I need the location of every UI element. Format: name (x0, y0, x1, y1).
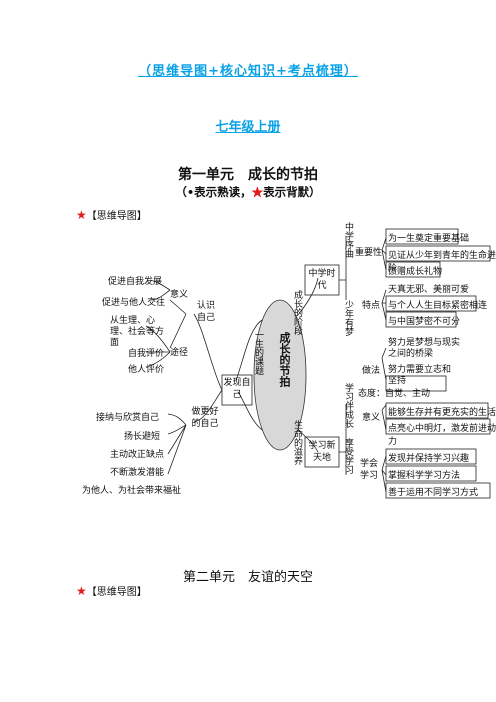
importance-label: 重要性 (355, 248, 383, 258)
learn-to-learn-label: 学会学习 (360, 459, 379, 481)
center-oval (253, 299, 307, 451)
legend-prefix: （ (175, 185, 187, 199)
better-item-4: 不断激发潜能 (110, 468, 165, 478)
importance-item-3: 馈赠成长礼物 (388, 267, 443, 277)
legend-dot: •表示熟读， (186, 185, 252, 199)
better-item-2: 扬长避短 (124, 432, 161, 442)
practice-item-1: 努力是梦想与现实之间的桥梁 (388, 338, 461, 359)
middle-school-label: 中学时代 (308, 269, 336, 291)
importance-item-2: 见证从少年到青年的生命进阶 (388, 251, 496, 274)
features-label: 特点 (362, 301, 381, 311)
approach-item-1: 从生理、心理、社会等方面 (110, 316, 165, 348)
grade-title: 七年级上册 (215, 120, 281, 135)
learn-growth-label: 学习伴成长 (343, 383, 353, 428)
enjoy-label: 享受学习 (343, 438, 353, 474)
header-subtitle: （思维导图+核心知识+考点梳理） (138, 64, 358, 79)
unit1-mindmap-label: ★【思维导图】 (76, 207, 147, 222)
better-item-5: 为他人、为社会带来福祉 (82, 486, 182, 496)
upper-right-branch: 成长的阶段 (292, 290, 302, 335)
practice-item-2: 努力需要立志和坚持 (388, 365, 452, 386)
significance-label: 意义 (362, 413, 381, 423)
star-icon: ★ (251, 185, 264, 199)
legend: （•表示熟读，★表示背默） (0, 184, 496, 200)
star-icon: ★ (76, 208, 87, 222)
mindmap-center: 成长的节拍 (278, 332, 291, 387)
approach-item-3: 他人评价 (128, 365, 165, 375)
legend-end: 表示背默） (263, 185, 321, 199)
star-icon: ★ (76, 584, 87, 598)
ms-order-label: 中学序曲 (343, 222, 353, 258)
discover-self-label: 发现自己 (223, 378, 251, 400)
learn-world-label: 学习新天地 (308, 441, 336, 463)
practice-label: 做法 (362, 366, 381, 376)
meaning-label: 意义 (170, 290, 189, 300)
significance-item-2: 点亮心中明灯，激发前进动力 (388, 424, 496, 447)
upper-left-branch: 一生的课题 (253, 330, 263, 375)
mindmap-label-text: 【思维导图】 (86, 211, 147, 222)
attitude-label: 态度：自觉、主动 (358, 389, 431, 399)
better-item-1: 接纳与欣赏自己 (96, 413, 160, 423)
unit1-title: 第一单元 成长的节拍 (178, 167, 318, 183)
meaning-item-1: 促进自我发展 (108, 277, 163, 287)
better-self-label: 做更好的自己 (191, 407, 219, 429)
features-item-2: 与个人人生目标紧密相连 (388, 301, 488, 311)
learn-item-3: 善于运用不同学习方式 (388, 488, 479, 498)
mindmap-label-text: 【思维导图】 (86, 587, 147, 598)
youth-dream-label: 少年有梦 (343, 300, 353, 336)
approach-item-2: 自我评价 (128, 349, 165, 359)
approach-label: 途径 (170, 348, 189, 358)
know-self-label: 认识自己 (196, 301, 215, 323)
lower-right-branch: 生命的滋养 (292, 420, 302, 465)
link (237, 391, 263, 431)
learn-item-1: 发现并保持学习兴趣 (388, 454, 470, 464)
meaning-item-2: 促进与他人交往 (102, 298, 166, 308)
learn-item-2: 掌握科学学习方法 (388, 471, 461, 481)
better-item-3: 主动改正缺点 (110, 450, 165, 460)
link (297, 429, 319, 453)
features-item-1: 天真无邪、美丽可爱 (388, 285, 470, 295)
importance-item-1: 为一生奠定重要基础 (388, 234, 470, 244)
unit2-mindmap-label: ★【思维导图】 (76, 583, 147, 598)
features-item-3: 与中国梦密不可分 (388, 317, 461, 327)
unit2-title: 第二单元 友谊的天空 (182, 570, 313, 585)
significance-item-1: 能够生存并有更充实的生活 (388, 408, 496, 418)
link (235, 319, 263, 381)
